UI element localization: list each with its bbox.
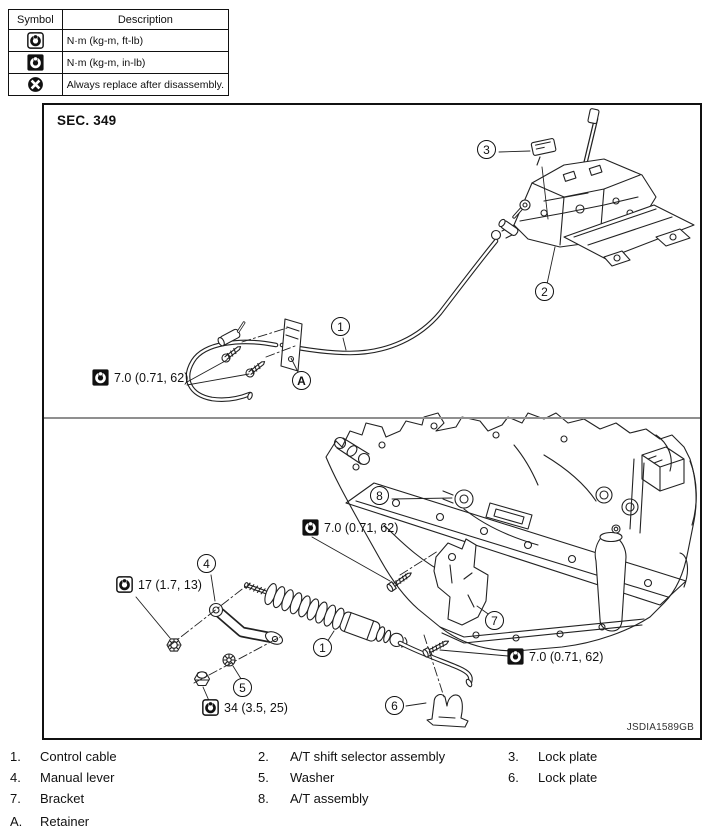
torque-label-at-bolt-upper: 7.0 (0.71, 62) <box>302 519 398 536</box>
legend-desc-inlb: N·m (kg-m, in-lb) <box>61 51 230 74</box>
part-ref: 7. <box>10 791 21 806</box>
part-ref: 5. <box>258 770 269 785</box>
torque-label-bracket-bolt: 7.0 (0.71, 62) <box>507 648 603 665</box>
part-label: Lock plate <box>538 770 598 785</box>
torque-label-cap-nut: 34 (3.5, 25) <box>202 699 288 716</box>
shift-selector-assembly-art <box>490 108 695 267</box>
control-cable-lower-art <box>243 582 473 688</box>
torque-label-lever-nut: 17 (1.7, 13) <box>116 576 202 593</box>
lock-plate-bottom-art <box>426 694 469 728</box>
diagram-frame: SEC. 349 JSDIA1589GB <box>42 103 702 740</box>
part-ref: 6. <box>508 770 519 785</box>
torque-wrench-outline-icon <box>202 699 219 716</box>
torque-value: 34 (3.5, 25) <box>224 700 288 715</box>
legend-desc-replace: Always replace after disassembly. <box>61 73 230 96</box>
part-ref: 3. <box>508 749 519 764</box>
parts-list: 1. Control cable 2. A/T shift selector a… <box>0 746 719 836</box>
legend-desc-ftlb: N·m (kg-m, ft-lb) <box>61 29 230 52</box>
callout-6: 6 <box>385 696 404 715</box>
section-label: SEC. 349 <box>57 113 117 128</box>
callout-1-upper: 1 <box>331 317 350 336</box>
part-label: A/T shift selector assembly <box>290 749 446 764</box>
part-label: A/T assembly <box>290 791 369 806</box>
part-label: Bracket <box>40 791 85 806</box>
figure-id: JSDIA1589GB <box>626 722 694 733</box>
torque-wrench-outline-icon <box>116 576 133 593</box>
callout-3: 3 <box>477 140 496 159</box>
bracket-art <box>433 538 489 626</box>
part-ref: 1. <box>10 749 21 764</box>
torque-value: 17 (1.7, 13) <box>138 577 202 592</box>
callout-8: 8 <box>370 486 389 505</box>
legend-header-symbol: Symbol <box>8 9 63 30</box>
part-label: Washer <box>290 770 335 785</box>
part-label: Lock plate <box>538 749 598 764</box>
torque-wrench-filled-icon <box>302 519 319 536</box>
lower-leader-lines <box>135 497 509 707</box>
part-ref: 4. <box>10 770 21 785</box>
legend-header-description: Description <box>61 9 230 30</box>
callout-A: A <box>292 371 311 390</box>
part-ref: 8. <box>258 791 269 806</box>
retainer-bracket-art <box>221 318 303 378</box>
hardware-art <box>166 572 469 728</box>
callout-1-lower: 1 <box>313 638 332 657</box>
part-ref: A. <box>10 814 23 829</box>
callout-4: 4 <box>197 554 216 573</box>
torque-wrench-filled-icon <box>507 648 524 665</box>
torque-wrench-filled-icon <box>27 54 44 71</box>
at-assembly-art <box>325 412 697 652</box>
upper-leader-lines <box>186 150 556 386</box>
part-ref: 2. <box>258 749 269 764</box>
torque-wrench-outline-icon <box>26 31 44 49</box>
torque-value: 7.0 (0.71, 62) <box>324 520 399 535</box>
callout-7: 7 <box>485 611 504 630</box>
callout-2: 2 <box>535 282 554 301</box>
diagram-line-art <box>135 108 697 728</box>
section-divider <box>44 417 700 419</box>
manual-lever-art <box>208 602 284 645</box>
part-label: Retainer <box>40 814 90 829</box>
lock-plate-top-art <box>530 138 557 220</box>
replace-after-disassembly-icon <box>27 76 43 92</box>
part-label: Manual lever <box>40 770 115 785</box>
torque-wrench-filled-icon <box>92 369 109 386</box>
legend-table: Symbol Description N·m (kg-m, ft-lb) <box>8 9 230 96</box>
torque-value: 7.0 (0.71, 62) <box>114 370 189 385</box>
control-cable-upper-art <box>185 238 499 402</box>
torque-value: 7.0 (0.71, 62) <box>529 649 604 664</box>
torque-label-cable-bracket: 7.0 (0.71, 62) <box>92 369 188 386</box>
callout-5: 5 <box>233 678 252 697</box>
part-label: Control cable <box>40 749 117 764</box>
